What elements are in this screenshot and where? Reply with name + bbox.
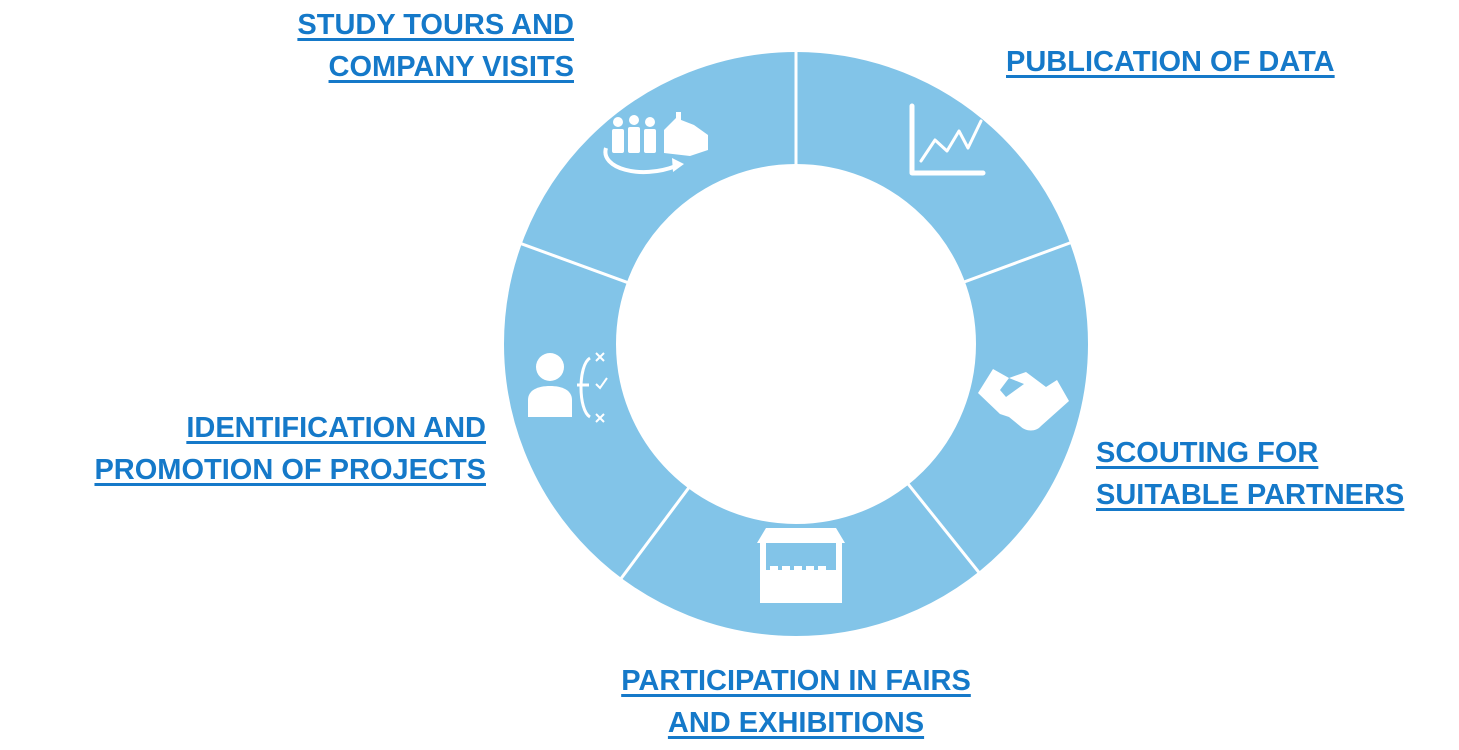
participation-label-line-2: AND EXHIBITIONS (667, 707, 925, 739)
participation-fairs-link[interactable]: PARTICIPATION IN FAIRS AND EXHIBITIONS (583, 660, 1009, 744)
identification-projects-link[interactable]: IDENTIFICATION AND PROMOTION OF PROJECTS (94, 407, 486, 491)
exhibition-booth-icon (757, 528, 845, 603)
group-factory-tour-icon (603, 112, 708, 175)
line-chart-icon (909, 103, 986, 176)
study-tours-label-line-1: STUDY TOURS AND (297, 9, 574, 41)
study-tours-label-line-2: COMPANY VISITS (328, 51, 574, 83)
handshake-icon (978, 369, 1069, 431)
scouting-label-line-2: SUITABLE PARTNERS (1096, 479, 1405, 511)
publication-label-line-1: PUBLICATION OF DATA (1006, 46, 1335, 78)
scouting-label-line-1: SCOUTING FOR (1096, 437, 1319, 469)
scouting-partners-link[interactable]: SCOUTING FOR SUITABLE PARTNERS (1096, 432, 1404, 516)
participation-label-line-1: PARTICIPATION IN FAIRS (621, 665, 971, 697)
identification-label-line-2: PROMOTION OF PROJECTS (94, 454, 486, 486)
ring-center (617, 165, 975, 523)
identification-label-line-1: IDENTIFICATION AND (186, 412, 486, 444)
person-decision-icon (528, 352, 608, 423)
study-tours-link[interactable]: STUDY TOURS AND COMPANY VISITS (297, 4, 574, 88)
publication-of-data-link[interactable]: PUBLICATION OF DATA (1006, 41, 1335, 83)
